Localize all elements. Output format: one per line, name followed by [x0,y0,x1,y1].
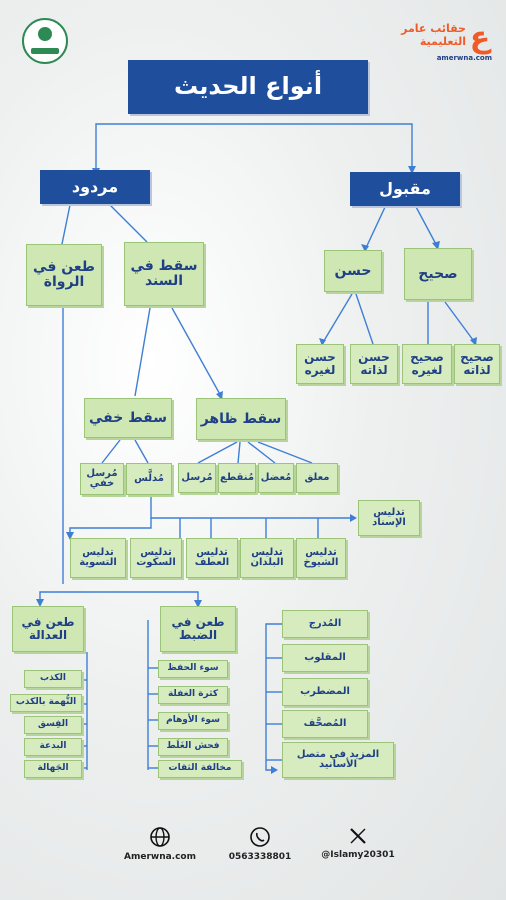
tadlis-atf-leaf: تدليس العطف [186,538,238,578]
footer-website: Amerwna.com [100,826,220,862]
x-logo-icon [350,828,366,844]
dabt-item: سوء الحفظ [158,660,228,678]
dabt-item: مخالفة الثقات [158,760,242,778]
mudtarib-leaf: المضطرب [282,678,368,706]
mazid-leaf: المزيد في متصل الأسانيد [282,742,394,778]
taan-dabt-node: طعن في الضبط [160,606,236,652]
mardud-node: مردود [40,170,150,204]
saqt-zahir-node: سقط ظاهر [196,398,286,440]
muallaq-leaf: معلق [296,463,338,493]
mursal-leaf: مُرسل [178,463,216,493]
saqt-fi-al-sanad-node: سقط في السند [124,242,204,306]
adala-item: البدعة [24,738,82,756]
footer-phone: 0563338801 [200,826,320,862]
maqbul-node: مقبول [350,172,460,206]
brand-name-line2: التعليمية [419,35,466,48]
phone-text[interactable]: 0563338801 [228,852,292,862]
mudallas-leaf: مُدلَّس [126,463,172,495]
musahhaf-leaf: المُصحَّف [282,710,368,738]
sahih-lidhatihi: صحيح لذاته [454,344,500,384]
hasan-lidhatihi: حسن لذاته [350,344,398,384]
taan-fi-al-ruwat-node: طعن في الرواة [26,244,102,306]
whatsapp-icon [250,827,270,847]
adala-item: الكذب [24,670,82,688]
mudraj-leaf: المُدرج [282,610,368,638]
tadlis-buldan-leaf: تدليس البلدان [240,538,294,578]
saqt-khafi-node: سقط خفي [84,398,172,438]
tadlis-isnad-leaf: تدليس الإسناد [358,500,420,536]
sahih-node: صحيح [404,248,472,300]
brand-letter: ع [469,20,491,55]
brand-logo: ع حقائب عامر التعليمية amerwna.com [374,20,492,63]
adala-item: الجَهالة [24,760,82,778]
seal-logo-icon [22,18,68,64]
adala-item: التُّهمة بالكذب [10,694,82,712]
tadlis-taswiya-leaf: تدليس التسوية [70,538,126,578]
tadlis-sukut-leaf: تدليس السكوت [130,538,182,578]
hasan-node: حسن [324,250,382,292]
sahih-lighayrihi: صحيح لغيره [402,344,452,384]
brand-url: amerwna.com [436,54,492,62]
page-title: أنواع الحديث [128,60,368,114]
globe-icon [150,827,170,847]
footer-x: @Islamy20301 [298,826,418,860]
munqati-leaf: مُنقطع [218,463,256,493]
dabt-item: كثرة الغفلة [158,686,228,704]
maqlub-leaf: المقلوب [282,644,368,672]
x-handle-text[interactable]: @Islamy20301 [321,850,395,860]
adala-item: الفِسق [24,716,82,734]
muadal-leaf: مُعضل [258,463,294,493]
mursal-khafi-leaf: مُرسل خفي [80,463,124,495]
dabt-item: فحش الغَلَط [158,738,228,756]
website-text[interactable]: Amerwna.com [124,852,196,862]
taan-adala-node: طعن في العدالة [12,606,84,652]
hasan-lighayrihi: حسن لغيره [296,344,344,384]
dabt-item: سوء الأوهام [158,712,228,730]
brand-name-line1: حقائب عامر [401,22,466,35]
tadlis-shuyukh-leaf: تدليس الشيوخ [296,538,346,578]
